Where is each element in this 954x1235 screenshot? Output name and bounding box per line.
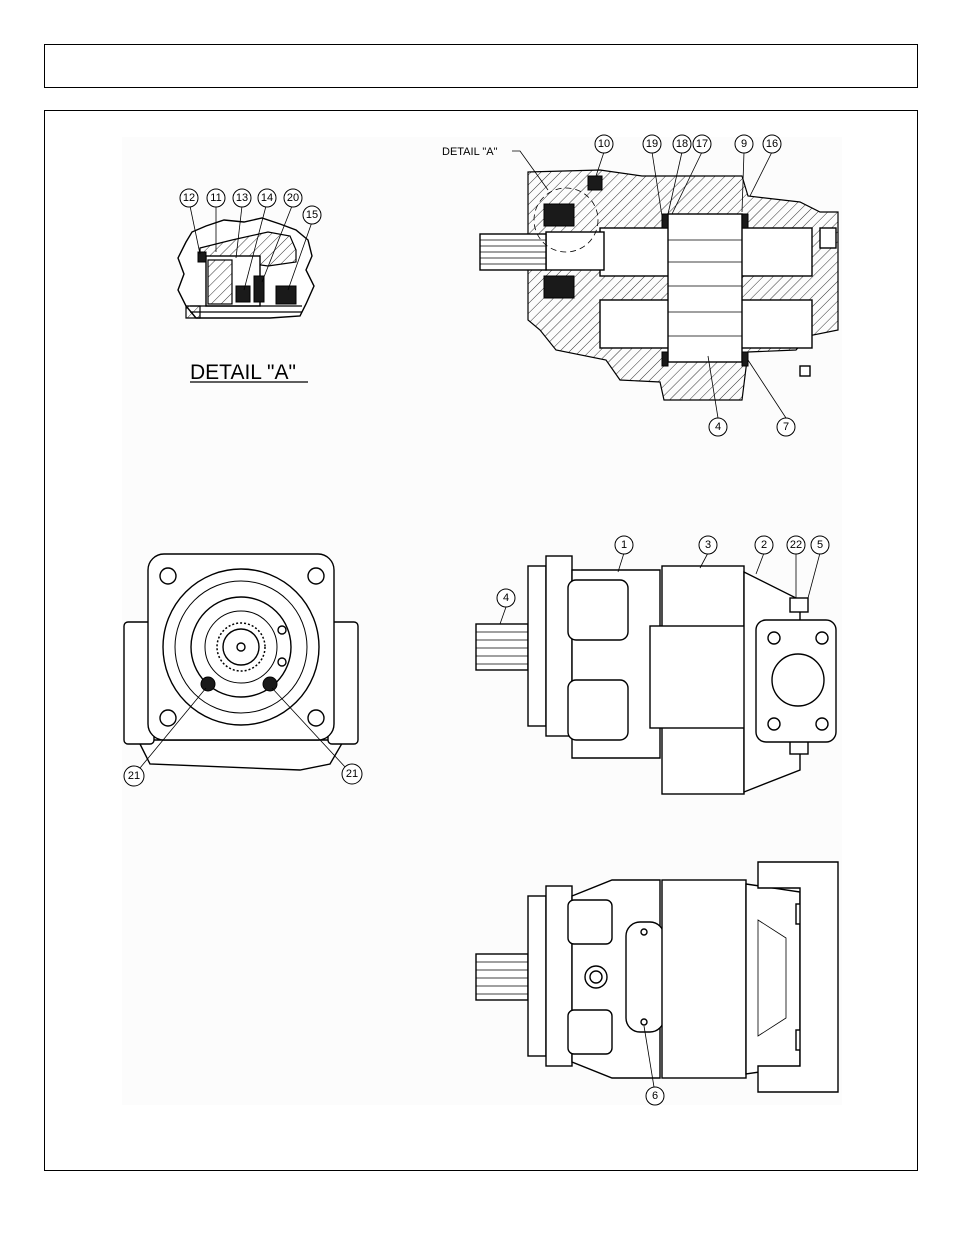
callout-9: 9 xyxy=(734,134,754,154)
callout-2: 2 xyxy=(754,535,774,555)
svg-text:11: 11 xyxy=(210,192,221,204)
callout-15: 15 xyxy=(302,205,322,225)
svg-text:21: 21 xyxy=(346,768,358,780)
callout-13: 13 xyxy=(232,188,252,208)
callout-7: 7 xyxy=(776,417,796,437)
callout-18: 18 xyxy=(672,134,692,154)
callout-14: 14 xyxy=(257,188,277,208)
callout-4-side: 4 xyxy=(496,588,516,608)
bottom-view xyxy=(475,861,839,1093)
callout-5: 5 xyxy=(810,535,830,555)
side-view xyxy=(475,555,837,795)
callout-12: 12 xyxy=(179,188,199,208)
header-title-box xyxy=(44,44,918,88)
svg-text:10: 10 xyxy=(598,138,610,150)
svg-text:1: 1 xyxy=(621,539,627,551)
svg-text:20: 20 xyxy=(287,192,299,204)
svg-text:13: 13 xyxy=(236,192,248,204)
svg-text:14: 14 xyxy=(261,192,273,204)
detail-a-view xyxy=(177,217,315,319)
svg-text:7: 7 xyxy=(783,421,789,433)
diagram-frame xyxy=(44,110,918,1171)
callout-17: 17 xyxy=(692,134,712,154)
svg-text:3: 3 xyxy=(705,539,711,551)
callout-1: 1 xyxy=(614,535,634,555)
callout-4-section: 4 xyxy=(708,417,728,437)
svg-text:4: 4 xyxy=(715,421,721,433)
callout-10: 10 xyxy=(594,134,614,154)
detail-a-title: DETAIL "A" xyxy=(190,361,296,384)
svg-text:16: 16 xyxy=(766,138,778,150)
svg-text:5: 5 xyxy=(817,539,823,551)
callout-19: 19 xyxy=(642,134,662,154)
callout-20: 20 xyxy=(283,188,303,208)
svg-text:19: 19 xyxy=(646,138,658,150)
svg-text:22: 22 xyxy=(790,539,802,551)
svg-text:12: 12 xyxy=(183,192,195,204)
callout-22: 22 xyxy=(786,535,806,555)
front-view xyxy=(123,553,359,771)
svg-text:2: 2 xyxy=(761,539,767,551)
svg-text:4: 4 xyxy=(503,592,509,604)
svg-text:17: 17 xyxy=(696,138,708,150)
callout-21-left: 21 xyxy=(123,765,145,787)
callout-3: 3 xyxy=(698,535,718,555)
callout-16: 16 xyxy=(762,134,782,154)
svg-text:6: 6 xyxy=(652,1090,658,1102)
svg-text:21: 21 xyxy=(128,770,140,782)
svg-text:9: 9 xyxy=(741,138,747,150)
svg-text:18: 18 xyxy=(676,138,688,150)
section-view xyxy=(479,169,839,401)
svg-text:15: 15 xyxy=(306,209,318,221)
callout-21-right: 21 xyxy=(341,763,363,785)
callout-11: 11 xyxy=(206,188,226,208)
callout-6: 6 xyxy=(645,1086,665,1106)
detail-a-pointer-label: DETAIL "A" xyxy=(442,146,498,158)
